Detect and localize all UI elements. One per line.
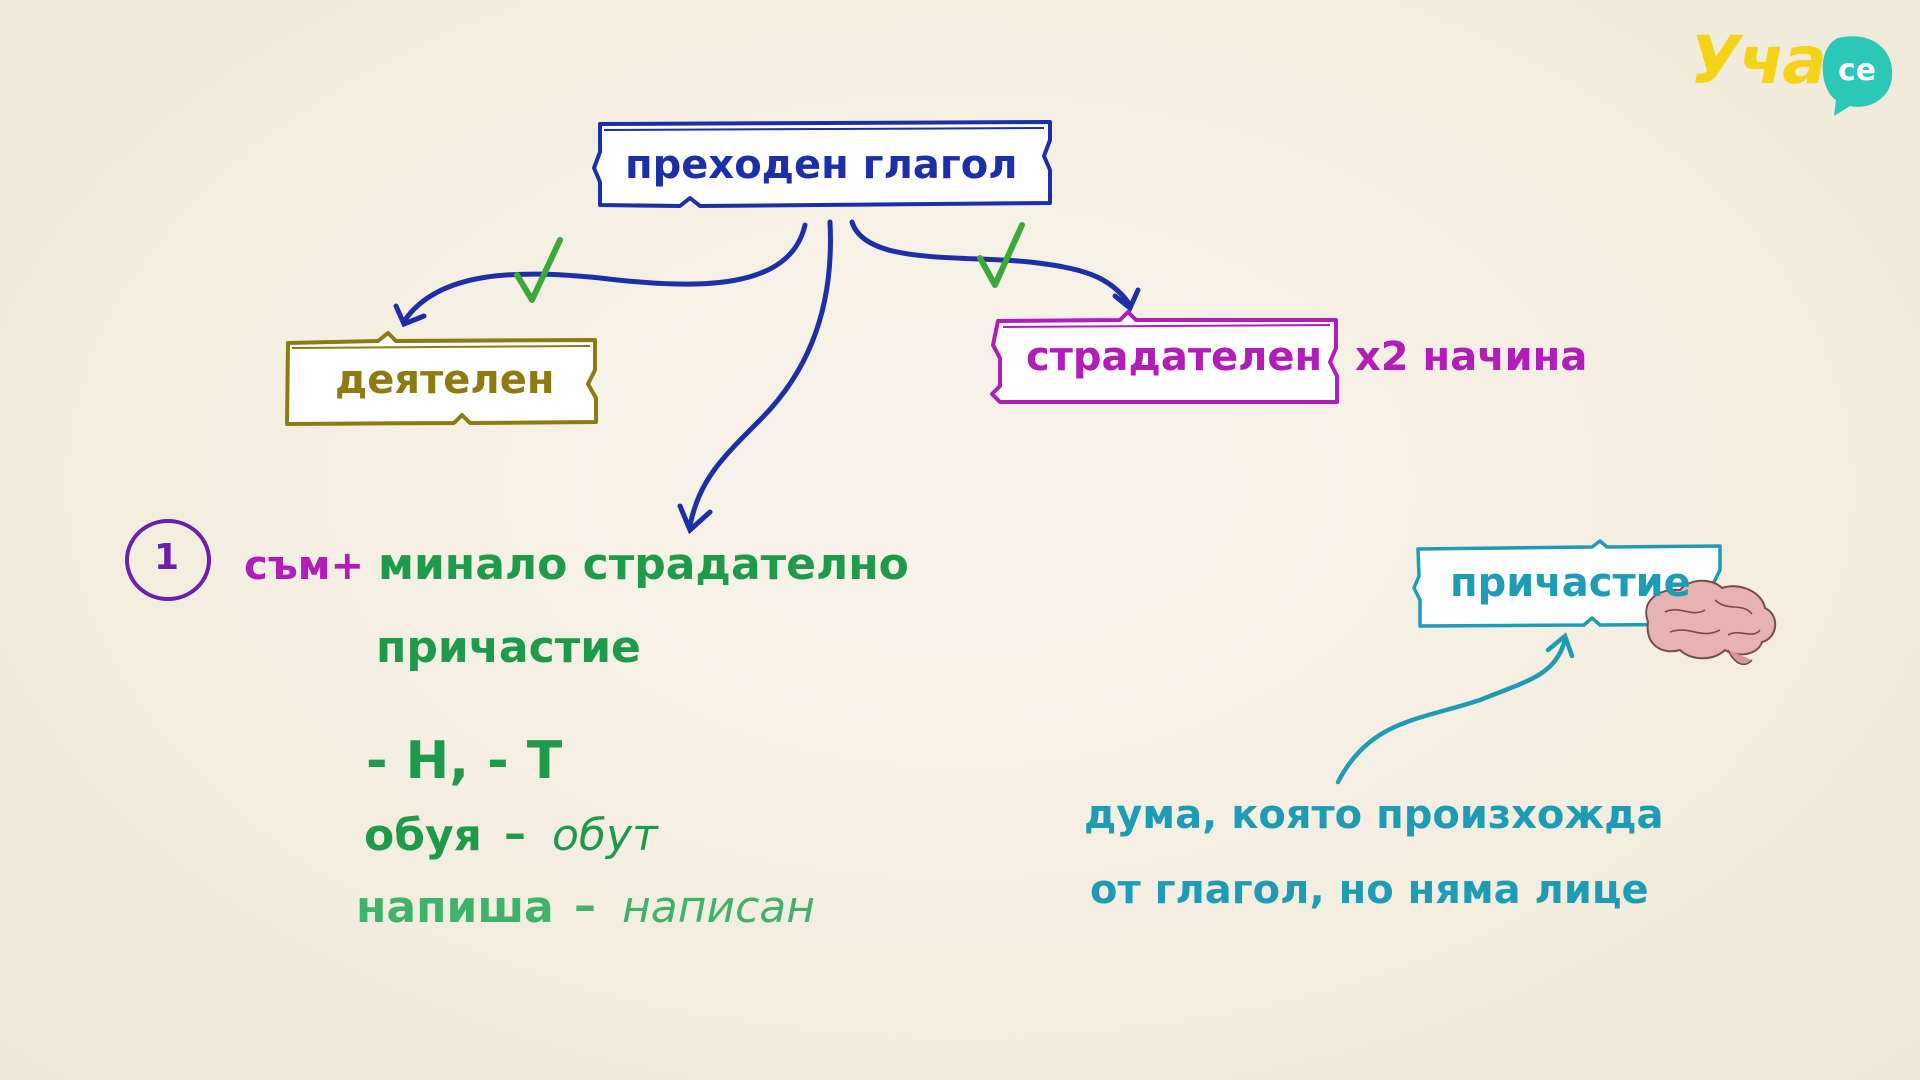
brain-icon	[1645, 579, 1777, 666]
number-circle	[125, 519, 211, 601]
example-verb: напиша	[356, 882, 554, 933]
arrow-to-method	[677, 219, 833, 535]
example-dash: –	[504, 808, 526, 859]
method-part-c: причастие	[376, 622, 641, 673]
arrow-to-passive	[849, 219, 1141, 312]
example-dash: –	[574, 880, 596, 931]
method-part-a: съм+	[244, 543, 364, 589]
participle-box-label: причастие	[1450, 560, 1691, 606]
definition-line-2: от глагол, но няма лице	[1090, 867, 1649, 913]
example-verb: обуя	[364, 810, 482, 861]
active-box-label: деятелен	[335, 357, 555, 403]
method-number: 1	[154, 537, 180, 578]
root-box-frame	[592, 120, 1052, 208]
passive-box-label: страдателен	[1026, 334, 1323, 380]
arrow-to-participle	[1335, 632, 1575, 785]
passive-box-frame	[990, 310, 1339, 404]
example-participle: обут	[552, 810, 658, 861]
active-box-frame	[285, 331, 598, 426]
checkmark-icon	[977, 222, 1025, 288]
definition-line-1: дума, която произхожда	[1084, 792, 1664, 838]
passive-note: x2 начина	[1355, 334, 1588, 380]
checkmark-icon	[514, 237, 563, 303]
method-suffixes: - Н, - Т	[366, 731, 563, 791]
arrow-to-active	[393, 222, 808, 328]
example-participle: написан	[622, 882, 816, 933]
root-box-label: преходен глагол	[625, 142, 1018, 188]
method-part-b: минало страдателно	[378, 539, 909, 590]
logo-badge-bubble	[1822, 36, 1893, 116]
logo-text: Уча	[1690, 22, 1827, 99]
logo-badge-text: се	[1838, 53, 1877, 88]
